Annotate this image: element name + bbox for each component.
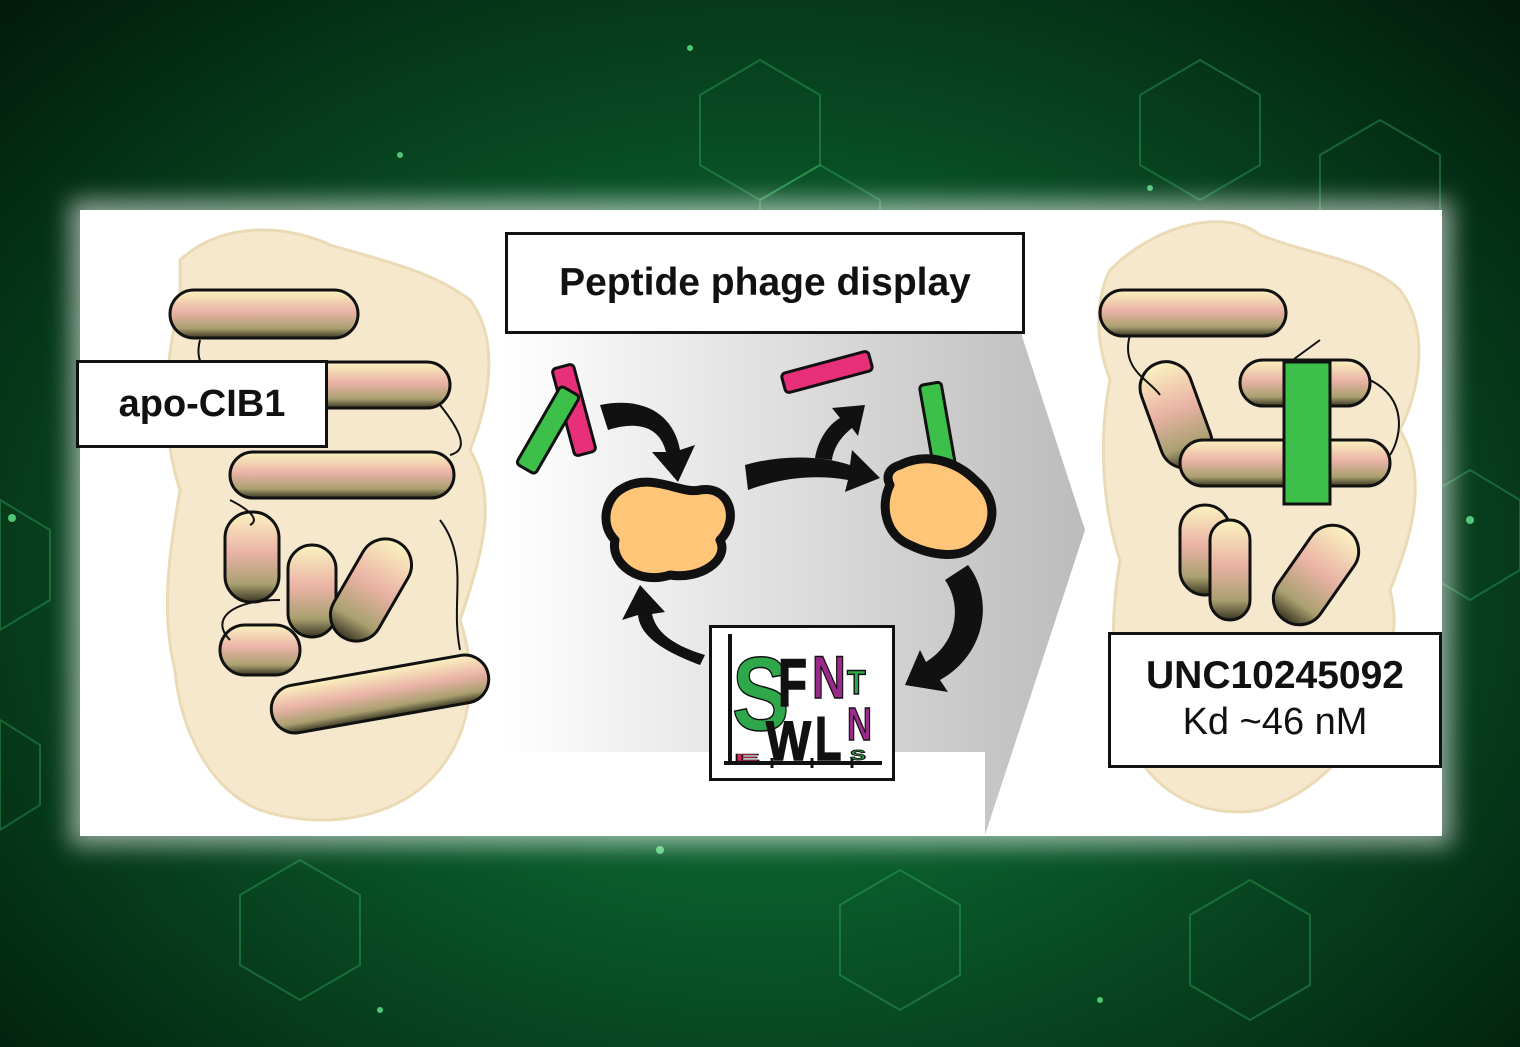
bound-peptide-helix [1282, 360, 1332, 506]
logo-letter: S [850, 748, 866, 764]
left-label-box: apo-CIB1 [76, 360, 328, 448]
logo-letter: W [766, 710, 811, 772]
binding-affinity: Kd ~46 nM [1182, 701, 1368, 743]
logo-letter: T [847, 664, 866, 702]
target-protein-blob-2 [880, 454, 997, 559]
cycle-arrows [600, 402, 983, 692]
peptide-released [780, 350, 874, 394]
compound-name: UNC10245092 [1145, 654, 1404, 697]
logo-letter: F [778, 646, 807, 721]
peptide-pair-left [515, 363, 597, 475]
diagram-title: Peptide phage display [559, 261, 971, 304]
apo-cib1-label: apo-CIB1 [118, 383, 286, 425]
apo-cib1-structure [165, 228, 491, 822]
logo-letter: N [812, 644, 846, 711]
logo-letter: E [734, 752, 760, 764]
target-protein-blob-1 [601, 477, 735, 583]
logo-letter: S [732, 636, 789, 753]
title-box: Peptide phage display [505, 232, 1025, 334]
right-label-box: UNC10245092 Kd ~46 nM [1108, 632, 1442, 768]
logo-letter: N [847, 698, 872, 750]
logo-letter: L [815, 706, 842, 774]
